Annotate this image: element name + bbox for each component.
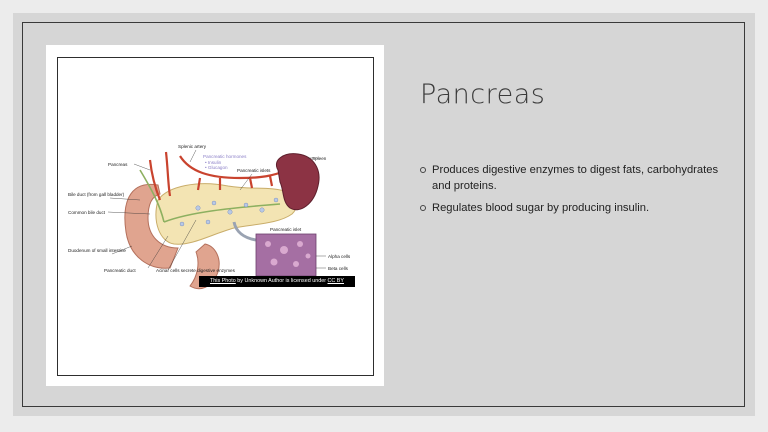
bullet-item: Regulates blood sugar by producing insul… [420,200,720,216]
label-alpha-cells: Alpha cells [328,254,351,259]
slide-title[interactable]: Pancreas [420,79,546,110]
label-pancreatic-duct: Pancreatic duct [104,268,136,273]
image-attribution: This Photo by Unknown Author is licensed… [199,276,355,287]
label-spleen: Spleen [312,156,327,161]
zoom-arrow-shape [232,221,257,242]
label-acinar-cells: Acinar cells secrete digestive enzymes [156,268,236,273]
label-pancreas: Pancreas [108,162,128,167]
label-pancreatic-islets: Pancreatic islets [237,168,271,173]
bullet-text: Regulates blood sugar by producing insul… [432,202,650,214]
islet-dots [179,197,279,227]
micrograph-cells [265,241,311,267]
pancreas-shape [155,183,298,245]
bullet-item: Produces digestive enzymes to digest fat… [420,162,720,194]
label-duodenum: Duodenum of small intestine [68,248,126,253]
spleen-shape [276,153,320,211]
label-pancreatic-hormones: Pancreatic hormones [203,154,247,159]
label-pancreatic-islet: Pancreatic islet [270,227,302,232]
slide-frame [22,22,745,407]
label-splenic-artery: Splenic artery [178,144,207,149]
bullet-marker-icon [420,205,426,211]
label-beta-cells: Beta cells [328,266,349,271]
bullet-text: Produces digestive enzymes to digest fat… [432,164,719,192]
bile-duct-shape [139,169,165,223]
label-glucagon: • Glucagon [205,165,228,170]
leader-lines [107,149,326,271]
bullet-list[interactable]: Produces digestive enzymes to digest fat… [420,162,720,222]
blood-vessels [148,151,289,201]
islet-micrograph [255,233,317,277]
attribution-photo-link[interactable]: This Photo [210,278,236,284]
label-bile-duct: Bile duct (from gall bladder) [68,192,125,197]
label-insulin: • Insulin [205,160,222,165]
attribution-text: by Unknown Author is licensed under [235,278,328,284]
bullet-marker-icon [420,167,426,173]
duodenum-shape [124,183,179,269]
label-common-bile-duct: Common bile duct [68,210,106,215]
pancreatic-duct-shape [163,203,281,223]
attribution-license-link[interactable]: CC BY [327,278,344,284]
